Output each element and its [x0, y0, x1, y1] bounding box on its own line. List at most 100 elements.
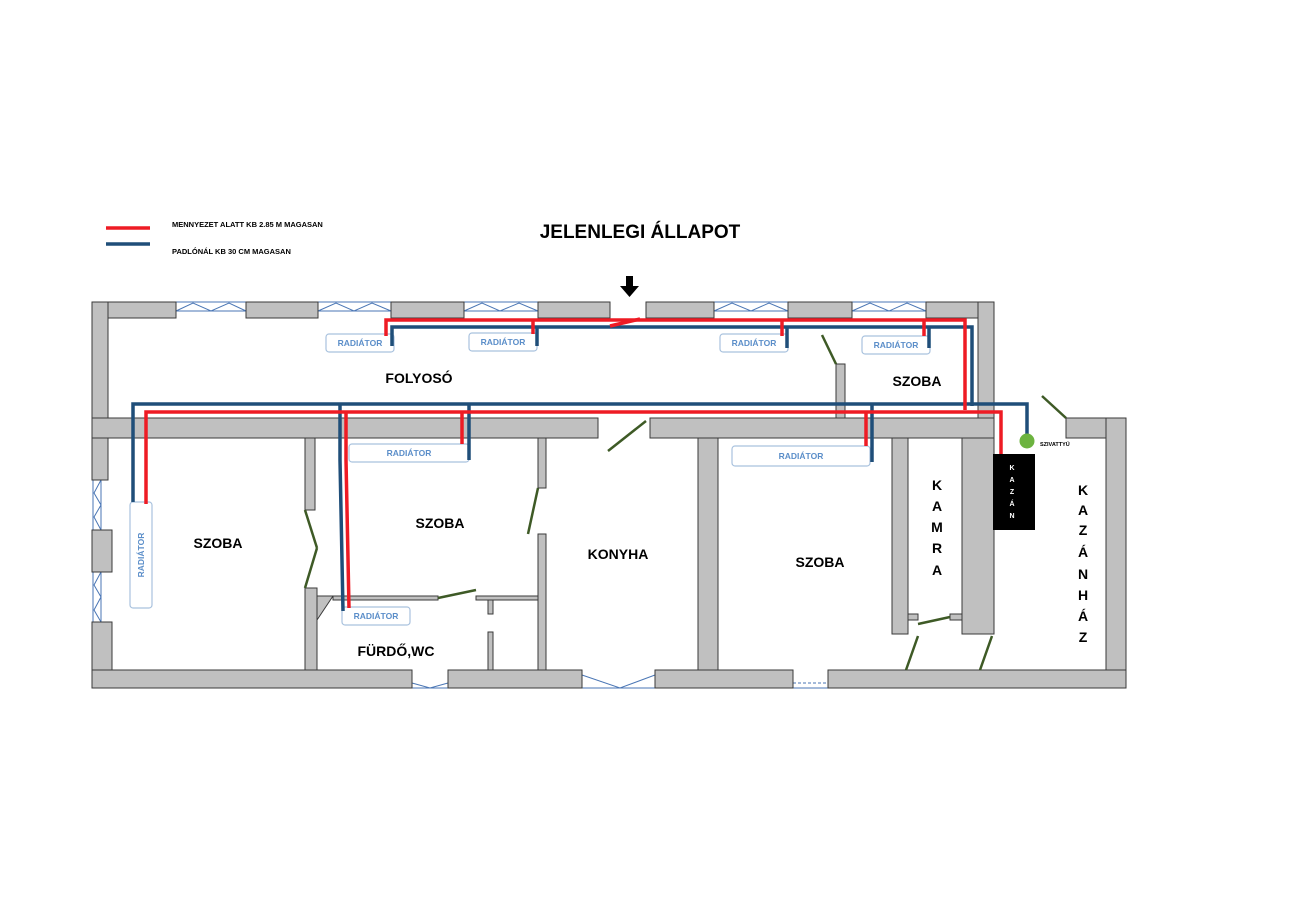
- window-left-2: [92, 571, 102, 623]
- wall-inner: [537, 437, 547, 489]
- door-konyha: [526, 487, 540, 535]
- door-szoba-left: [303, 509, 319, 549]
- entrance-arrow-icon: [620, 276, 639, 297]
- kazanhaz-letter: Z: [1079, 522, 1088, 538]
- window-left-1: [92, 479, 102, 531]
- door-exterior: [904, 635, 920, 671]
- wall-kamra: [949, 613, 963, 621]
- wall-inner: [697, 437, 719, 671]
- kazanhaz-letter: N: [1078, 566, 1088, 582]
- door-kitchen: [607, 420, 647, 452]
- wall-bottom: [827, 669, 1127, 689]
- wall-top: [925, 301, 979, 319]
- window-bottom-3: [793, 682, 828, 689]
- pipe-hot: [384, 318, 967, 410]
- legend-hot-label: MENNYEZET ALATT KB 2.85 M MAGASAN: [172, 220, 323, 229]
- door-exterior: [978, 635, 994, 671]
- legend: MENNYEZET ALATT KB 2.85 M MAGASAN PADLÓN…: [106, 220, 323, 256]
- wall-top: [537, 301, 611, 319]
- window-top-4: [713, 301, 789, 312]
- pipes-cold: [131, 325, 1029, 612]
- door-kazanhaz: [1041, 395, 1067, 419]
- door-furdo: [437, 588, 477, 600]
- walls: [91, 301, 1127, 689]
- radiator: RADIÁTOR: [341, 606, 411, 626]
- pump-label: SZIVATTYÚ: [1040, 441, 1070, 448]
- room-kamra: K A M R A: [931, 477, 943, 578]
- door-kamra: [917, 615, 951, 626]
- legend-cold-label: PADLÓNÁL KB 30 CM MAGASAN: [172, 247, 291, 256]
- radiator-label: RADIÁTOR: [354, 611, 399, 621]
- room-labels: FOLYOSÓ SZOBA SZOBA SZOBA KONYHA SZOBA F…: [194, 369, 942, 659]
- wall-top: [787, 301, 853, 319]
- room-furdo: FÜRDŐ,WC: [358, 642, 435, 659]
- wall-top: [645, 301, 715, 319]
- room-folyoso: FOLYOSÓ: [385, 369, 452, 386]
- radiator: RADIÁTOR: [731, 445, 871, 467]
- radiator: RADIÁTOR: [861, 335, 931, 355]
- pipe-hot: [609, 317, 641, 328]
- wall-left: [91, 301, 109, 481]
- radiator: RADIÁTOR: [468, 332, 538, 352]
- windows: [92, 301, 927, 689]
- wall-corner: [316, 595, 334, 622]
- window-bottom-1: [411, 682, 449, 689]
- radiator-vertical: RADIÁTOR: [129, 501, 153, 609]
- wall-top: [390, 301, 465, 319]
- wall-inner: [487, 631, 494, 671]
- doors: [303, 334, 1067, 671]
- kamra-letter: M: [931, 519, 943, 535]
- radiator-label: RADIÁTOR: [481, 337, 526, 347]
- pipe-hot: [344, 412, 351, 609]
- wall-corridor: [649, 417, 995, 439]
- wall-inner: [487, 599, 494, 615]
- wall-top: [245, 301, 319, 319]
- kazanhaz-letter: Z: [1079, 629, 1088, 645]
- room-szoba-middle: SZOBA: [416, 515, 465, 531]
- wall-inner: [537, 533, 547, 671]
- kazanhaz-letter: K: [1078, 482, 1088, 498]
- room-kazanhaz: K A Z Á N H Á Z: [1078, 482, 1088, 645]
- kamra-letter: A: [932, 562, 942, 578]
- wall-kamra: [891, 437, 909, 635]
- radiator-label: RADIÁTOR: [874, 340, 919, 350]
- window-bottom-2: [581, 674, 656, 689]
- radiator: RADIÁTOR: [348, 443, 470, 463]
- room-szoba-left: SZOBA: [194, 535, 243, 551]
- radiator: RADIÁTOR: [719, 333, 789, 353]
- window-top-3: [463, 301, 539, 312]
- room-szoba-top-right: SZOBA: [893, 373, 942, 389]
- kamra-letter: R: [932, 540, 942, 556]
- kazanhaz-letter: Á: [1078, 608, 1088, 624]
- window-top-2: [317, 301, 392, 312]
- wall-inner: [304, 587, 318, 671]
- kamra-letter: A: [932, 498, 942, 514]
- wall-bottom: [447, 669, 583, 689]
- boiler-letter: N: [1009, 513, 1014, 520]
- wall-right: [1105, 417, 1127, 689]
- page-title: JELENLEGI ÁLLAPOT: [540, 221, 741, 243]
- wall-bottom: [91, 669, 413, 689]
- pipe-cold: [390, 325, 974, 406]
- wall-kamra: [907, 613, 919, 621]
- pipe-hot: [144, 410, 1003, 504]
- room-szoba-right: SZOBA: [796, 554, 845, 570]
- radiator-label: RADIÁTOR: [338, 338, 383, 348]
- wall-bottom: [654, 669, 794, 689]
- kamra-letter: K: [932, 477, 942, 493]
- kazanhaz-letter: H: [1078, 587, 1088, 603]
- wall-szoba-partition: [835, 363, 846, 419]
- window-top-1: [175, 301, 247, 312]
- radiator-label: RADIÁTOR: [387, 448, 432, 458]
- radiator-label: RADIÁTOR: [779, 451, 824, 461]
- wall-inner: [475, 595, 539, 601]
- wall-inner: [304, 437, 316, 511]
- boiler-letter: K: [1009, 465, 1014, 472]
- door-szoba-top: [820, 334, 838, 365]
- pump-icon: [1019, 433, 1035, 449]
- wall-kamra: [961, 437, 995, 635]
- pipe-cold: [338, 404, 345, 612]
- radiators: RADIÁTOR RADIÁTOR RADIÁTOR RADIÁTOR RADI…: [129, 332, 931, 626]
- room-konyha: KONYHA: [588, 546, 649, 562]
